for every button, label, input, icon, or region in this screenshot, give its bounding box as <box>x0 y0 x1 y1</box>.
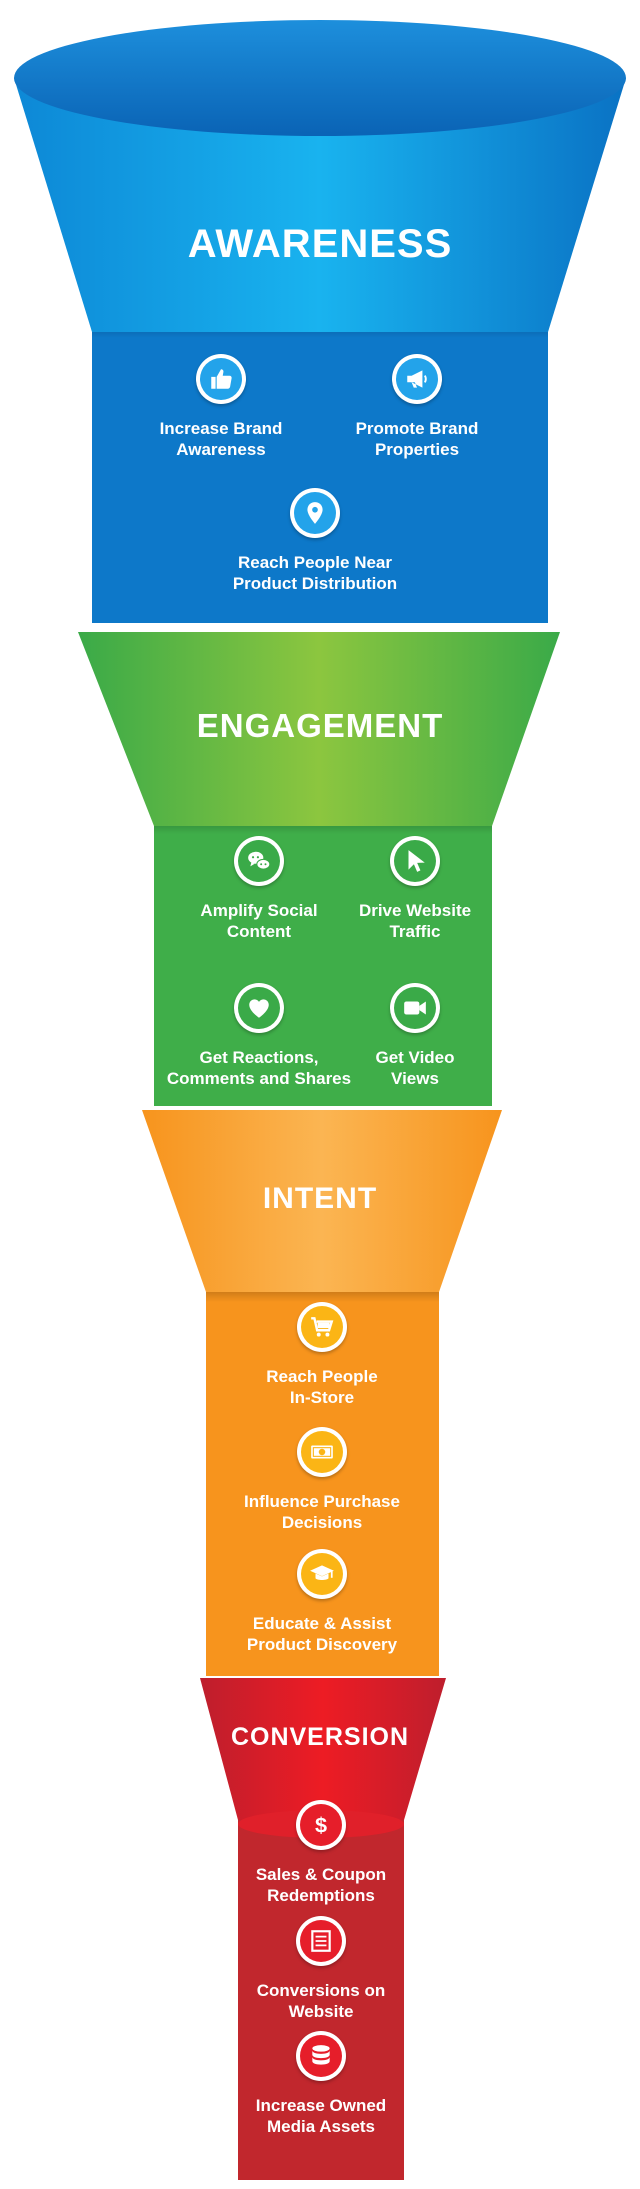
engagement-item-amplify-social: Amplify Social Content <box>144 836 374 942</box>
item-label-line: Get Reactions, <box>199 1048 319 1067</box>
item-label-line: Product Discovery <box>246 1635 398 1654</box>
conversion-funnel-section <box>200 1678 446 1820</box>
awareness-body <box>92 320 548 623</box>
item-label-line: Increase Owned <box>255 2096 387 2115</box>
intent-funnel-section <box>142 1110 502 1292</box>
chat-bubbles-icon <box>248 851 271 870</box>
database-icon <box>312 2045 330 2065</box>
item-label-line: Traffic <box>389 922 441 941</box>
intent-item-influence-purchase: Influence Purchase Decisions <box>207 1427 437 1533</box>
engagement-item-video-views: Get Video Views <box>300 983 530 1089</box>
item-label-line: Get Video <box>375 1048 455 1067</box>
awareness-item-brand-awareness: Increase Brand Awareness <box>106 354 336 460</box>
conversion-title: CONVERSION <box>230 1723 410 1751</box>
awareness-title: AWARENESS <box>187 222 453 266</box>
intent-item-educate-assist: Educate & Assist Product Discovery <box>207 1549 437 1655</box>
awareness-item-reach-near-distribution: Reach People Near Product Distribution <box>200 488 430 594</box>
item-label-line: Conversions on <box>256 1981 386 2000</box>
shopping-cart-icon <box>311 1317 334 1337</box>
item-label-line: Promote Brand <box>355 419 479 438</box>
item-label-line: Reach People Near <box>237 553 392 572</box>
awareness-funnel-rim <box>14 20 626 136</box>
checklist-icon <box>311 1930 331 1952</box>
item-label-line: Views <box>391 1069 439 1088</box>
map-pin-icon <box>307 502 323 524</box>
graduation-cap-icon <box>310 1565 334 1580</box>
conversion-item-owned-media: Increase Owned Media Assets <box>206 2031 436 2137</box>
conversion-item-sales-coupon: $ Sales & Coupon Redemptions <box>206 1800 436 1906</box>
item-label-line: Educate & Assist <box>252 1614 392 1633</box>
item-label-line: Amplify Social <box>200 901 318 920</box>
svg-text:$: $ <box>315 1813 327 1838</box>
cursor-icon <box>408 850 425 872</box>
heart-icon <box>249 999 269 1018</box>
awareness-funnel-section <box>14 78 626 332</box>
intent-item-reach-in-store: Reach People In-Store <box>207 1302 437 1408</box>
item-label-line: Reach People <box>266 1367 378 1386</box>
item-label-line: Redemptions <box>267 1886 375 1905</box>
engagement-title: ENGAGEMENT <box>196 707 444 744</box>
item-label-line: Decisions <box>281 1513 363 1532</box>
item-label-line: Content <box>226 922 292 941</box>
engagement-funnel-section <box>78 632 560 826</box>
item-label-line: Drive Website <box>358 901 472 920</box>
item-label-line: Product Distribution <box>232 574 398 593</box>
item-label-line: Increase Brand <box>159 419 283 438</box>
item-label-line: Comments and Shares <box>166 1069 352 1088</box>
item-label-line: In-Store <box>289 1388 355 1407</box>
conversion-body <box>238 1818 404 2180</box>
item-label-line: Awareness <box>176 440 266 459</box>
item-label-line: Influence Purchase <box>244 1492 400 1511</box>
video-camera-icon <box>404 1001 426 1015</box>
item-label-line: Properties <box>374 440 460 459</box>
conversion-item-conversions-website: Conversions on Website <box>206 1916 436 2022</box>
awareness-item-promote-properties: Promote Brand Properties <box>302 354 532 460</box>
item-label-line: Website <box>288 2002 354 2021</box>
engagement-item-reactions-comments-shares: Get Reactions, Comments and Shares <box>144 983 374 1089</box>
dollar-sign-icon: $ <box>315 1813 327 1838</box>
item-label-line: Sales & Coupon <box>255 1865 387 1884</box>
engagement-item-drive-traffic: Drive Website Traffic <box>300 836 530 942</box>
item-label-line: Media Assets <box>266 2117 376 2136</box>
megaphone-icon <box>407 370 427 388</box>
intent-title: INTENT <box>262 1182 378 1215</box>
thumbs-up-icon <box>211 369 232 389</box>
money-bill-icon <box>311 1445 333 1459</box>
